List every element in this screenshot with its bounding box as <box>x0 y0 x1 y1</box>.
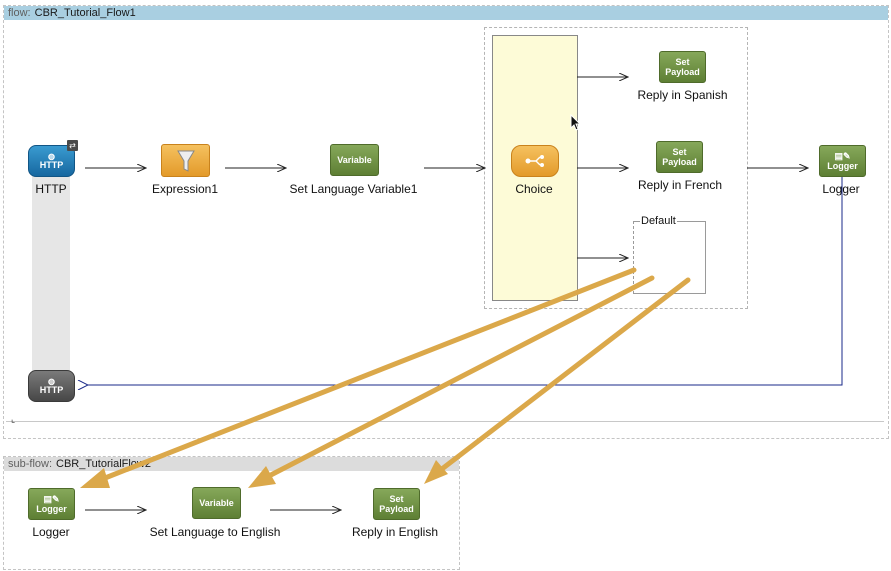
annotation-arrows <box>97 267 691 483</box>
logger-icon-text: Logger <box>36 504 67 514</box>
set-variable-icon[interactable]: Variable <box>330 144 379 176</box>
annotation-arrow-to-variable <box>262 275 655 481</box>
payload-icon-line2: Payload <box>379 504 414 514</box>
logger-label: Logger <box>822 182 860 196</box>
sub-set-variable-icon[interactable]: Variable <box>192 487 241 519</box>
reply-spanish-label: Reply in Spanish <box>637 88 728 102</box>
sub-logger-icon[interactable]: ▤✎ Logger <box>28 488 75 520</box>
payload-icon-line2: Payload <box>665 67 700 77</box>
set-payload-spanish-icon[interactable]: Set Payload <box>659 51 706 83</box>
http-icon-text: HTTP <box>39 384 64 395</box>
arrowhead-logger <box>80 468 110 488</box>
payload-icon-line1: Set <box>675 57 690 67</box>
expression-label: Expression1 <box>151 182 219 196</box>
arrowhead-payload <box>424 460 448 484</box>
http-label: HTTP <box>35 182 67 196</box>
variable-icon-text: Variable <box>199 498 234 508</box>
reply-french-label: Reply in French <box>637 178 723 192</box>
document-pencil-icon: ▤✎ <box>834 151 851 161</box>
flow-divider <box>6 421 884 422</box>
logger-icon[interactable]: ▤✎ Logger <box>819 145 866 177</box>
payload-icon-line1: Set <box>672 147 687 157</box>
main-flow-container: flow:CBR_Tutorial_Flow1 <box>3 5 889 439</box>
variable-icon-text: Variable <box>337 155 372 165</box>
logger-icon-text: Logger <box>827 161 858 171</box>
collapse-icon[interactable]: ⌞ <box>11 414 16 424</box>
choice-router-icon[interactable] <box>511 145 559 177</box>
set-variable-label: Set Language Variable1 <box>289 182 418 196</box>
http-lane <box>32 172 70 372</box>
payload-icon-line1: Set <box>389 494 404 504</box>
document-pencil-icon: ▤✎ <box>43 494 60 504</box>
sub-set-variable-label: Set Language to English <box>149 525 281 539</box>
default-route-label: Default <box>640 215 677 227</box>
sub-reply-english-label: Reply in English <box>351 525 439 539</box>
http-icon-text: HTTP <box>39 159 64 170</box>
set-payload-french-icon[interactable]: Set Payload <box>656 141 703 173</box>
exchange-pattern-icon[interactable]: ⇄ <box>67 140 78 151</box>
annotation-arrowheads <box>80 460 448 488</box>
branch-icon <box>525 155 544 167</box>
main-flow-header[interactable]: flow:CBR_Tutorial_Flow1 <box>4 6 888 20</box>
expression-filter-icon[interactable] <box>161 144 210 177</box>
mouse-cursor-icon <box>570 114 582 131</box>
sub-set-payload-english-icon[interactable]: Set Payload <box>373 488 420 520</box>
http-response-icon[interactable]: ◍ HTTP <box>28 370 75 402</box>
flow-name: CBR_Tutorial_Flow1 <box>34 7 136 19</box>
globe-icon: ◍ <box>48 376 55 386</box>
payload-icon-line2: Payload <box>662 157 697 167</box>
arrowhead-variable <box>248 466 276 488</box>
choice-label: Choice <box>515 182 553 196</box>
sub-logger-label: Logger <box>32 525 70 539</box>
subflow-keyword: sub-flow: <box>8 458 53 470</box>
annotation-arrow-to-payload <box>435 277 691 475</box>
annotation-arrow-to-logger <box>97 267 637 483</box>
globe-icon: ◍ <box>48 151 55 161</box>
funnel-icon <box>176 150 195 172</box>
flow-keyword: flow: <box>8 7 31 19</box>
